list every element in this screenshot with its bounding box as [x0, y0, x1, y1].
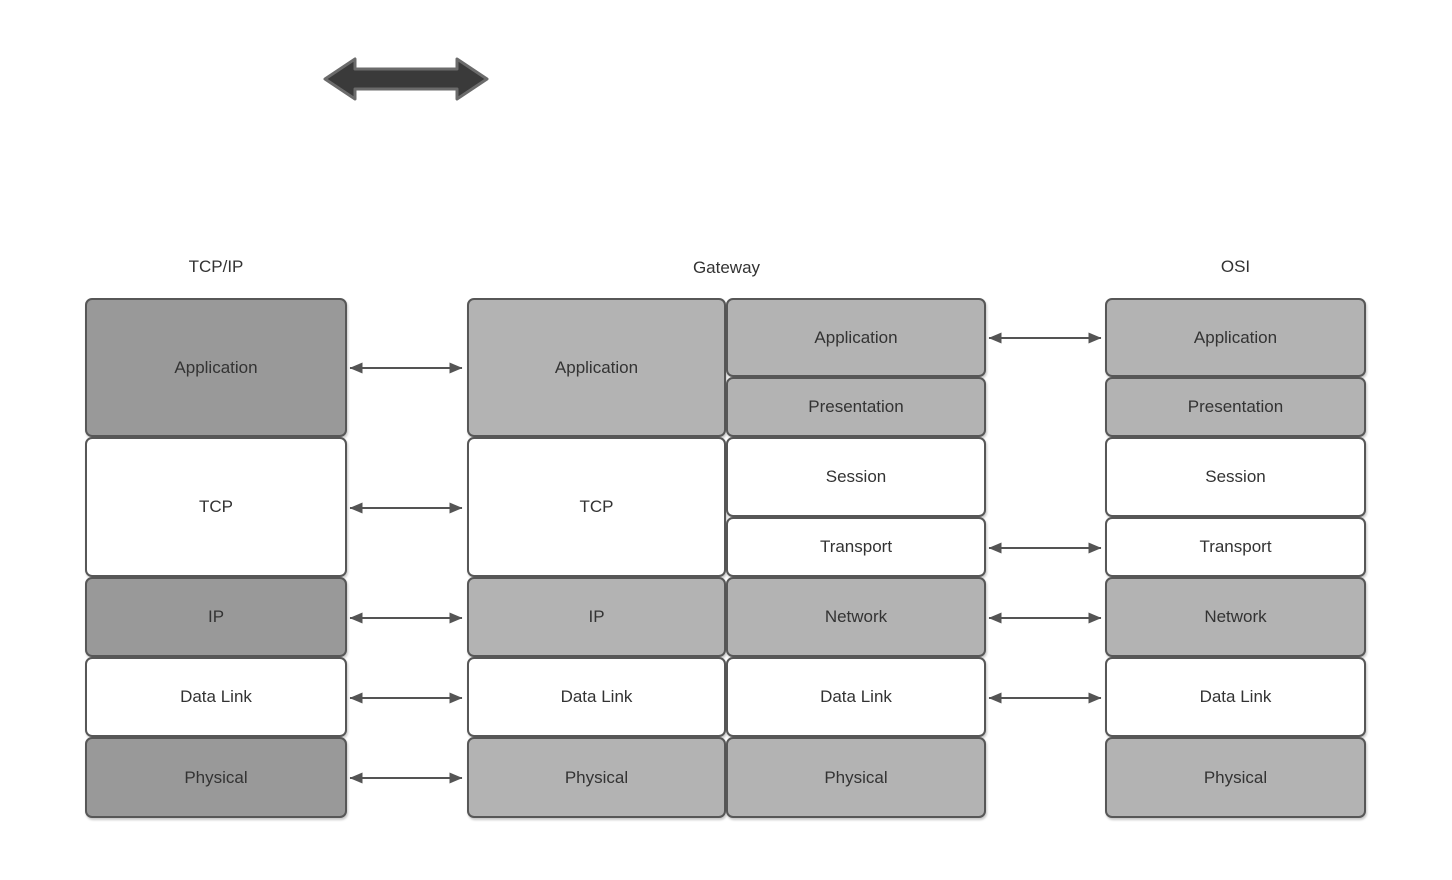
gateway-column-title: Gateway [692, 258, 761, 277]
layer-box-tcpip-datalink: Data Link [85, 657, 347, 737]
tcpip-column-title: TCP/IP [188, 257, 244, 276]
osi-column-title: OSI [1220, 257, 1251, 276]
layer-box-osi-presentation: Presentation [1105, 377, 1366, 437]
layer-box-tcpip-ip: IP [85, 577, 347, 657]
layer-box-tcpip-tcp: TCP [85, 437, 347, 577]
layer-box-tcpip-application: Application [85, 298, 347, 437]
layer-box-gateway-right-presentation: Presentation [726, 377, 986, 437]
layer-box-osi-network: Network [1105, 577, 1366, 657]
layer-box-gateway-right-application: Application [726, 298, 986, 377]
layer-box-gateway-left-application: Application [467, 298, 726, 437]
layer-box-gateway-left-physical: Physical [467, 737, 726, 818]
layer-box-gateway-right-network: Network [726, 577, 986, 657]
layer-box-gateway-left-datalink: Data Link [467, 657, 726, 737]
layer-box-gateway-left-ip: IP [467, 577, 726, 657]
layer-box-osi-datalink: Data Link [1105, 657, 1366, 737]
layer-box-gateway-right-session: Session [726, 437, 986, 517]
layer-box-gateway-right-physical: Physical [726, 737, 986, 818]
layer-box-gateway-right-datalink: Data Link [726, 657, 986, 737]
layer-box-osi-physical: Physical [1105, 737, 1366, 818]
layer-box-osi-transport: Transport [1105, 517, 1366, 577]
layer-box-osi-application: Application [1105, 298, 1366, 377]
double-arrow-shape [323, 57, 489, 101]
layer-box-gateway-left-tcp: TCP [467, 437, 726, 577]
layer-box-gateway-right-transport: Transport [726, 517, 986, 577]
layer-box-tcpip-physical: Physical [85, 737, 347, 818]
layer-box-osi-session: Session [1105, 437, 1366, 517]
